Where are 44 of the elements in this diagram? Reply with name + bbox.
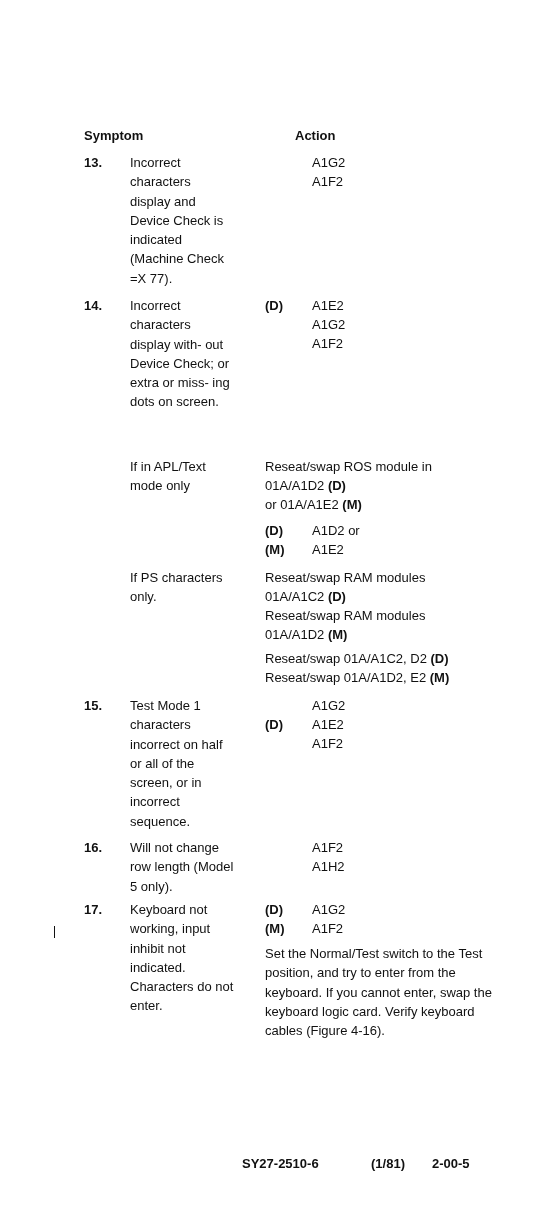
footer-text: (1/81) (371, 1155, 405, 1173)
item-number: 14. (84, 297, 103, 315)
column-header: Symptom (84, 127, 144, 145)
action-text: (D) (265, 297, 284, 315)
action-text: A1E2 (312, 716, 344, 734)
action-text: Reseat/swap RAM modules 01A/A1C2 (D) (265, 569, 427, 607)
action-text: A1D2 or (312, 522, 360, 540)
action-text: A1F2 (312, 335, 344, 353)
action-text: Reseat/swap ROS module in 01A/A1D2 (D) (265, 458, 433, 496)
action-text: (D) (265, 901, 284, 919)
action-text: A1E2 (312, 541, 344, 559)
action-text: A1G2 (312, 154, 346, 172)
action-text: A1G2 (312, 316, 346, 334)
action-text: A1F2 (312, 173, 344, 191)
column-header: Action (295, 127, 336, 145)
item-number: 15. (84, 697, 103, 715)
symptom-text: Incorrect characters display with- out Device Check; or extra or miss- ing dots on screen. (130, 297, 230, 412)
action-text: A1F2 (312, 920, 344, 938)
action-text: A1G2 (312, 901, 346, 919)
action-text: A1G2 (312, 697, 346, 715)
action-text: A1H2 (312, 858, 345, 876)
action-text: (D) (265, 716, 284, 734)
action-text: or 01A/A1E2 (M) (265, 496, 362, 514)
symptom-text: Incorrect characters display and Device Check is indicated (Machine Check =X 77). (130, 154, 225, 288)
symptom-text: Keyboard not working, input inhibit not indicated. Characters do not enter. (130, 901, 235, 1016)
action-text: (M) (265, 541, 285, 559)
action-text: A1E2 (312, 297, 344, 315)
symptom-text: If PS characters only. (130, 569, 224, 607)
action-text: Reseat/swap 01A/A1D2, E2 (M) (265, 669, 450, 687)
item-number: 17. (84, 901, 103, 919)
symptom-text: If in APL/Text mode only (130, 458, 207, 496)
action-text: Reseat/swap RAM modules 01A/A1D2 (M) (265, 607, 427, 645)
item-number: 13. (84, 154, 103, 172)
footer-text: 2-00-5 (432, 1155, 470, 1173)
symptom-text: Will not change row length (Model 5 only). (130, 839, 235, 896)
action-text: A1F2 (312, 839, 344, 857)
footer-text: SY27-2510-6 (242, 1155, 319, 1173)
action-text: Reseat/swap 01A/A1C2, D2 (D) (265, 650, 449, 668)
action-text: A1F2 (312, 735, 344, 753)
action-text: (D) (265, 522, 284, 540)
action-text: (M) (265, 920, 285, 938)
instruction-text: Set the Normal/Test switch to the Test position, and try to enter from the keyboard. If you cannot enter, swap the keyboard logic card. Verify keyboard cables (Figure 4-16). (265, 945, 493, 1041)
symptom-text: Test Mode 1 characters incorrect on half or all of the screen, or in incorrect sequence. (130, 697, 224, 831)
item-number: 16. (84, 839, 103, 857)
